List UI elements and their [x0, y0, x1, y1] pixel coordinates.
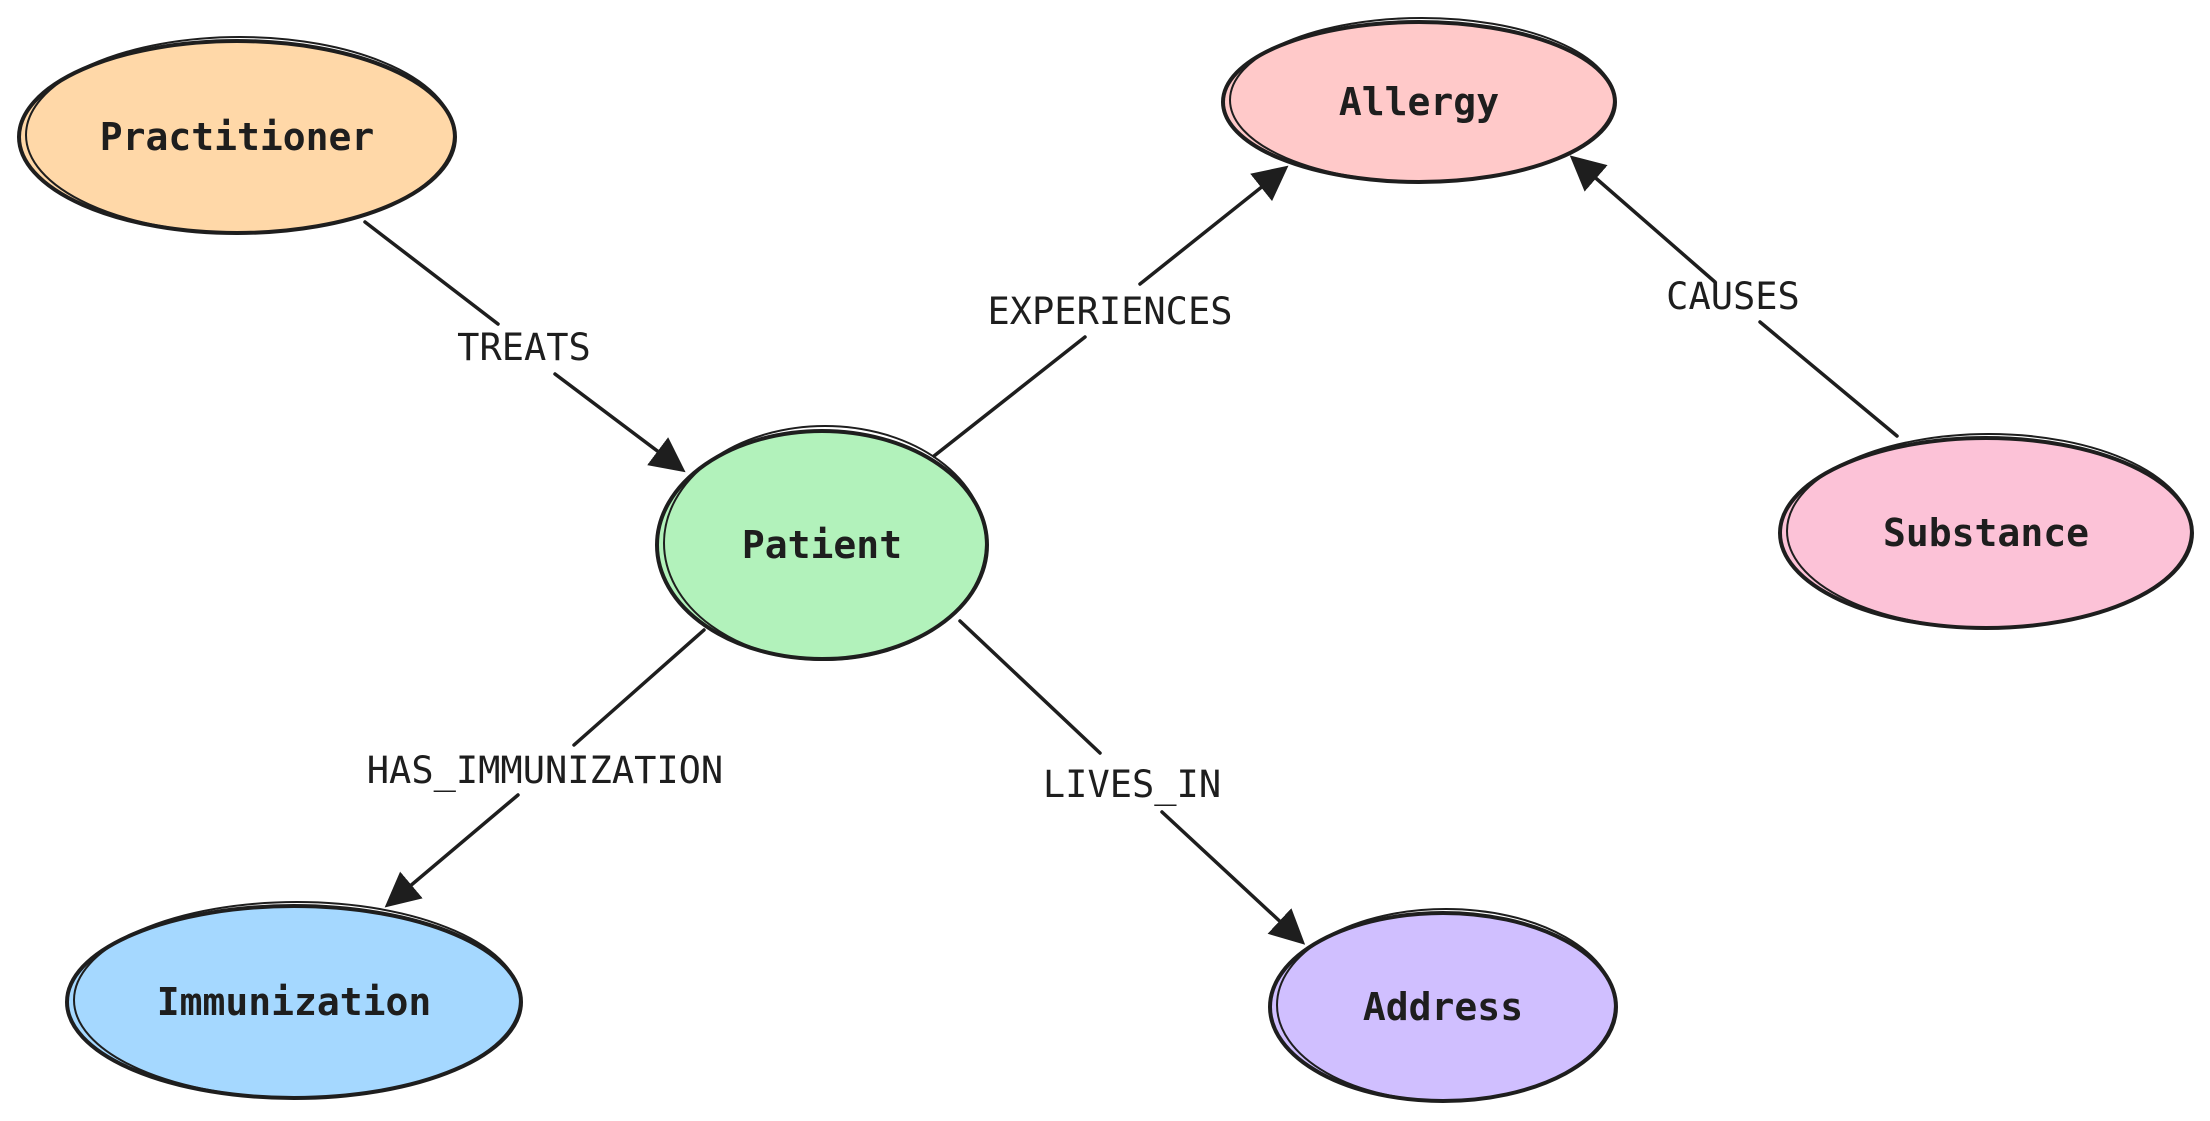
- edge-experiences-line-start: [932, 335, 1087, 458]
- node-label-practitioner: Practitioner: [100, 115, 375, 159]
- node-substance[interactable]: Substance: [1778, 433, 2194, 630]
- node-label-patient: Patient: [742, 523, 902, 567]
- node-patient-sketch-outline: [663, 425, 987, 661]
- node-allergy[interactable]: Allergy: [1221, 17, 1617, 184]
- edge-treats-arrow: [553, 372, 686, 473]
- edge-treats: TREATS: [363, 220, 686, 473]
- edge-has-immunization: HAS_IMMUNIZATION: [367, 628, 723, 908]
- edge-causes: CAUSES: [1569, 155, 1899, 438]
- edge-label-experiences: EXPERIENCES: [987, 290, 1232, 333]
- node-substance-sketch-outline: [1786, 433, 2192, 629]
- node-practitioner[interactable]: Practitioner: [17, 36, 457, 235]
- edge-causes-line-start: [1758, 320, 1899, 438]
- node-address-sketch-outline: [1276, 908, 1616, 1102]
- node-immunization-sketch-outline: [73, 901, 521, 1099]
- node-label-substance: Substance: [1883, 511, 2089, 555]
- node-label-immunization: Immunization: [157, 980, 432, 1024]
- node-patient[interactable]: Patient: [655, 425, 989, 661]
- node-address[interactable]: Address: [1268, 908, 1618, 1103]
- edge-treats-line-start: [363, 220, 500, 326]
- node-practitioner-sketch-outline: [25, 36, 455, 234]
- edge-label-has-immunization: HAS_IMMUNIZATION: [367, 749, 723, 793]
- edge-experiences: EXPERIENCES: [932, 165, 1289, 458]
- edge-has-immunization-line-start: [572, 628, 706, 747]
- edge-label-lives-in: LIVES_IN: [1043, 763, 1221, 807]
- node-immunization[interactable]: Immunization: [65, 901, 523, 1100]
- edge-lives-in-arrow: [1160, 810, 1306, 945]
- edge-label-causes: CAUSES: [1666, 275, 1800, 318]
- edge-lives-in-line-start: [958, 619, 1102, 755]
- edge-label-treats: TREATS: [457, 326, 591, 369]
- edge-lives-in: LIVES_IN: [958, 619, 1306, 945]
- edge-causes-arrow: [1569, 155, 1717, 284]
- node-label-allergy: Allergy: [1339, 80, 1499, 124]
- node-allergy-sketch-outline: [1229, 17, 1615, 183]
- edge-has-immunization-arrow: [384, 793, 520, 908]
- edge-experiences-arrow: [1138, 165, 1289, 286]
- node-label-address: Address: [1363, 985, 1523, 1029]
